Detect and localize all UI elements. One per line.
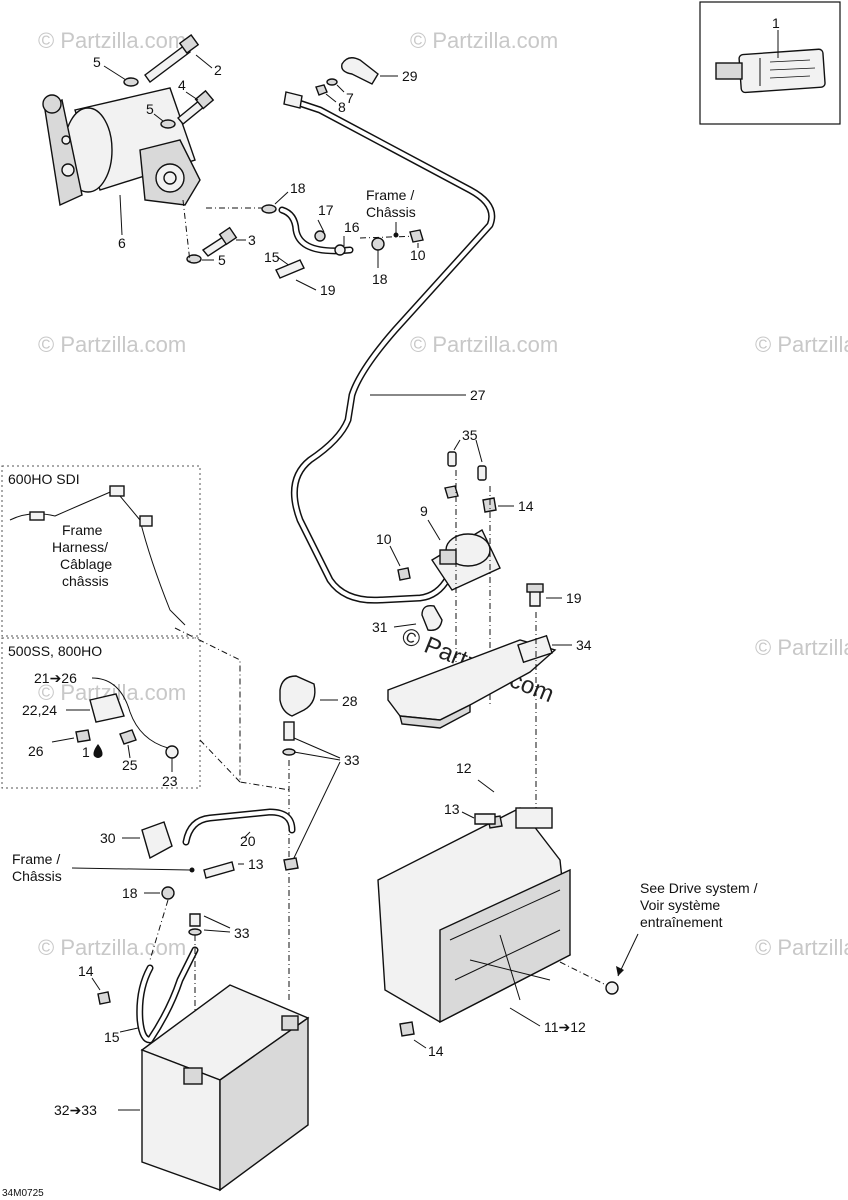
chassis-label-2: Châssis [12,868,62,884]
negative-cable: 33 14 15 [78,913,250,1050]
callout-3: 3 [248,232,256,248]
harness-label-2: Harness/ [52,539,108,555]
harness-label-3: Câblage [60,556,112,572]
drive-note-2: Voir système [640,897,720,913]
battery: 32➔33 [54,984,310,1192]
callout-28: 28 [342,693,358,709]
callout-18: 18 [290,180,306,196]
frame-ground-top: Frame / Châssis 18 10 [359,187,426,287]
harness-label-1: Frame [62,522,103,538]
callout-5c: 5 [218,252,226,268]
watermark: © Partzilla.com [410,332,558,357]
callout-18b: 18 [372,271,388,287]
battery-holder: 12 13 14 11➔12 [377,760,586,1059]
callout-14: 14 [518,498,534,514]
frame-label-2: Frame / [12,851,60,867]
callout-30: 30 [100,830,116,846]
callout-4: 4 [178,77,186,93]
callout-17: 17 [318,202,334,218]
callout-20: 20 [240,833,256,849]
watermark: © Partzilla.com [38,935,186,960]
positive-terminal-hardware: 28 33 [279,675,360,1000]
variant-box-600ho-sdi: 600HO SDI Frame Harness/ Câblage châssis [1,465,201,637]
callout-32-33: 32➔33 [54,1102,97,1118]
callout-19: 19 [320,282,336,298]
callout-23: 23 [162,773,178,789]
drive-note-1: See Drive system / [640,880,758,896]
callout-10: 10 [410,247,426,263]
callout-1-drop: 1 [82,744,90,760]
callout-26: 26 [28,743,44,759]
callout-22-24: 22,24 [22,702,57,718]
callout-33b: 33 [234,925,250,941]
variant-title-sdi: 600HO SDI [8,471,80,487]
callout-27: 27 [470,387,486,403]
callout-1: 1 [772,15,780,31]
callout-16: 16 [344,219,360,235]
solenoid-assembly: 35 14 9 10 31 [372,427,534,705]
callout-33: 33 [344,752,360,768]
watermark: © Partzilla.com [755,332,848,357]
callout-18c: 18 [122,885,138,901]
watermark: © Partzilla.com [755,935,848,960]
callout-35: 35 [462,427,478,443]
callout-13: 13 [248,856,264,872]
cable-27: 27 [283,91,496,604]
frame-label: Frame / [366,187,414,203]
callout-25: 25 [122,757,138,773]
callout-10b: 10 [376,531,392,547]
callout-34: 34 [576,637,592,653]
callout-12: 12 [456,760,472,776]
callout-14b: 14 [78,963,94,979]
starter-fasteners: 2 5 4 5 3 5 [93,34,265,268]
drawing-code: 34M0725 [2,1188,44,1199]
callout-8: 8 [338,99,346,115]
solenoid-bracket: 34 19 [387,583,592,810]
starter-ground-cable: 18 17 16 15 19 [261,180,360,298]
callout-11-12: 11➔12 [544,1019,586,1035]
callout-5b: 5 [146,101,154,117]
watermark: © Partzilla.com [755,635,848,660]
cable-27-top-hardware: 8 7 29 [315,57,418,115]
callout-7: 7 [346,90,354,106]
drive-system-note: See Drive system / Voir système entraîne… [559,880,758,995]
callout-15: 15 [264,249,280,265]
callout-13b: 13 [444,801,460,817]
callout-15b: 15 [104,1029,120,1045]
watermark: © Partzilla.com [38,332,186,357]
callout-31: 31 [372,619,388,635]
cable-20: 20 [182,808,299,871]
callout-5: 5 [93,54,101,70]
callout-14c: 14 [428,1043,444,1059]
watermark: © Partzilla.com [38,28,186,53]
variant-box-500ss-800ho: 500SS, 800HO 21➔26 22,24 26 1 25 23 [1,637,201,789]
callout-2: 2 [214,62,222,78]
cap-30: 30 [100,821,173,860]
item-1-sealant-box: 1 [699,1,841,125]
callout-6: 6 [118,235,126,251]
chassis-label: Châssis [366,204,416,220]
callout-9: 9 [420,503,428,519]
frame-ground-bottom: Frame / Châssis 13 18 [12,851,264,961]
callout-21-26: 21➔26 [34,670,77,686]
callout-19b: 19 [566,590,582,606]
harness-label-4: châssis [62,573,109,589]
starter-motor: 6 [42,87,201,251]
watermark: © Partzilla.com [410,28,558,53]
drive-note-3: entraînement [640,914,723,930]
variant-title-ss: 500SS, 800HO [8,643,102,659]
callout-29: 29 [402,68,418,84]
